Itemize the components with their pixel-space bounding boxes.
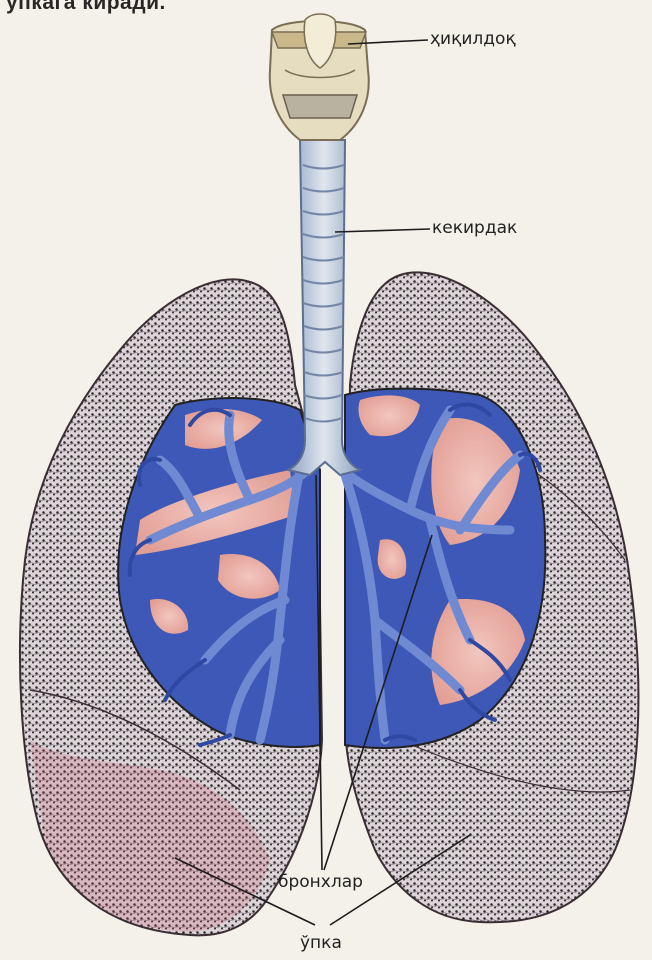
label-larynx: ҳиқилдоқ [430, 29, 516, 49]
label-trachea: кекирдак [432, 218, 517, 238]
larynx [270, 14, 369, 140]
label-lung: ўпка [300, 933, 342, 953]
label-bronchi: бронхлар [278, 872, 363, 892]
